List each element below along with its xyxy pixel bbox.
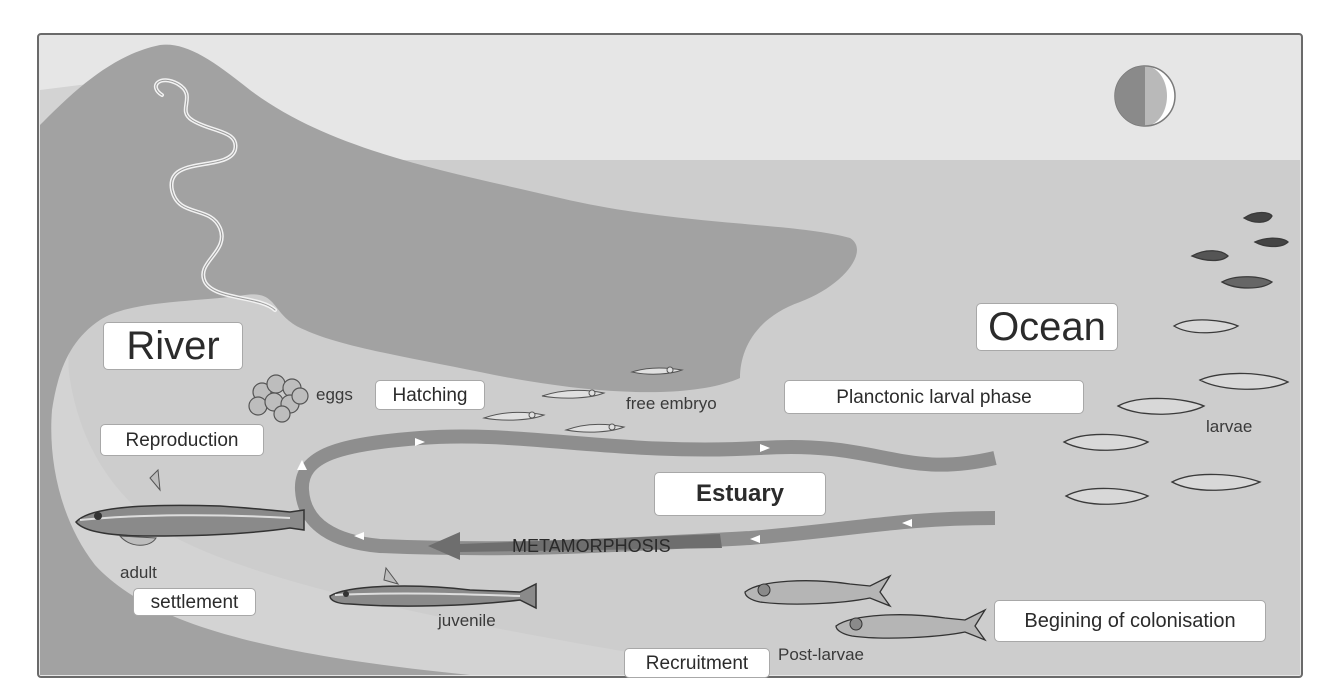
post-larvae-text: Post-larvae	[778, 646, 864, 663]
adult-text: adult	[120, 564, 157, 581]
estuary-label: Estuary	[654, 472, 826, 516]
metamorphosis-text: METAMORPHOSIS	[512, 537, 671, 555]
recruitment-label: Recruitment	[624, 648, 770, 678]
river-label: River	[103, 322, 243, 370]
reproduction-label: Reproduction	[100, 424, 264, 456]
hatching-label: Hatching	[375, 380, 485, 410]
free-embryo-text: free embryo	[626, 395, 717, 412]
half-moon-icon	[1115, 66, 1175, 126]
planctonic-label: Planctonic larval phase	[784, 380, 1084, 414]
eggs-text: eggs	[316, 386, 353, 403]
larvae-text: larvae	[1206, 418, 1252, 435]
juvenile-text: juvenile	[438, 612, 496, 629]
colonisation-label: Begining of colonisation	[994, 600, 1266, 642]
ocean-label: Ocean	[976, 303, 1118, 351]
settlement-label: settlement	[133, 588, 256, 616]
